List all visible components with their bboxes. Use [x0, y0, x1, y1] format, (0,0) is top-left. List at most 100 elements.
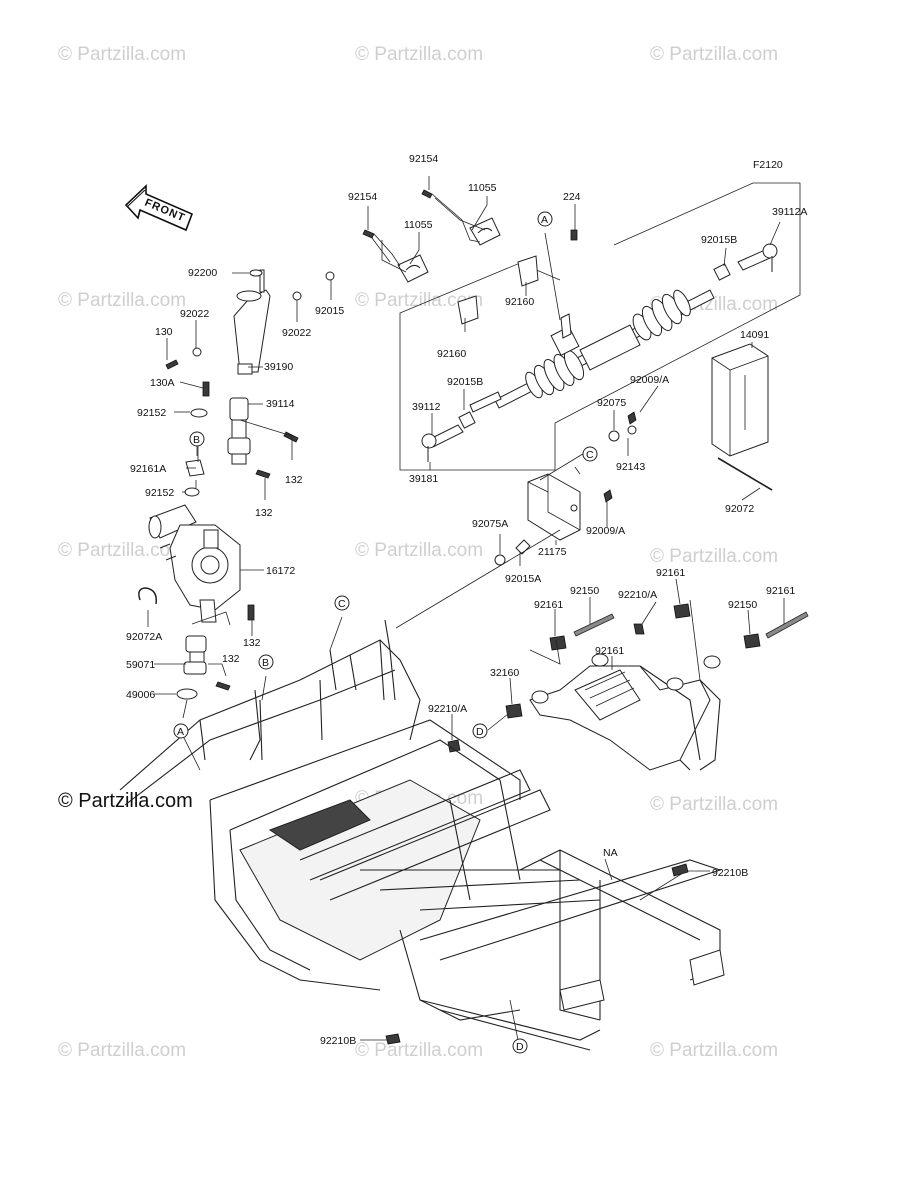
watermark: © Partzilla.com — [355, 290, 484, 311]
leader-lines — [147, 176, 785, 1046]
bolt-132-c — [247, 604, 255, 621]
part-labels: F2120 92154 11055 224 92154 11055 39112A… — [126, 153, 807, 1047]
part-label: 132 — [285, 474, 303, 486]
bolt-132-a — [283, 431, 299, 443]
part-label: 92154 — [409, 153, 438, 165]
watermark: © Partzilla.com — [58, 1040, 187, 1061]
part-label: 11055 — [404, 219, 433, 231]
part-label: 92015B — [701, 234, 737, 246]
callout-b-column: B — [193, 434, 200, 446]
part-label: 39112A — [772, 206, 807, 218]
part-label: 14091 — [740, 329, 769, 341]
nut-92015 — [325, 271, 335, 281]
part-label: 92200 — [188, 267, 217, 279]
part-label: 92210/A — [618, 589, 657, 601]
rack-group-outline — [399, 182, 801, 471]
callout-a-frame: A — [177, 726, 184, 738]
part-label: 130 — [155, 326, 173, 338]
part-label: 92015 — [315, 305, 344, 317]
main-frame — [119, 619, 725, 1051]
part-label: NA — [603, 847, 618, 859]
figure-code: F2120 — [753, 159, 783, 171]
clamp-11055-b — [469, 217, 501, 246]
bolt-92210b-bottom — [385, 1033, 401, 1045]
part-label: 39181 — [409, 473, 438, 485]
part-label: 92009/A — [630, 374, 669, 386]
watermark-copyright: © Partzilla.com — [58, 790, 193, 812]
part-label: 132 — [243, 637, 261, 649]
watermark: © Partzilla.com — [355, 540, 484, 561]
watermark: © Partzilla.com — [58, 290, 187, 311]
nut-92210a-a — [633, 623, 645, 635]
front-arrow-icon: FRONT — [124, 184, 194, 232]
nut-92210a-b — [447, 739, 461, 753]
part-label: 92210B — [712, 867, 748, 879]
bushing-92161-c — [743, 633, 761, 649]
watermark: © Partzilla.com — [58, 44, 187, 65]
part-label: 11055 — [468, 182, 497, 194]
part-label: 92210B — [320, 1035, 356, 1047]
watermark: © Partzilla.com — [58, 540, 187, 561]
part-label: 92154 — [348, 191, 377, 203]
part-label: 92150 — [728, 599, 757, 611]
callout-a-rack: A — [541, 214, 548, 226]
part-label: 92072A — [126, 631, 162, 643]
part-label: 92152 — [145, 487, 174, 499]
watermark: © Partzilla.com — [650, 1040, 779, 1061]
part-box-14091 — [711, 343, 769, 457]
part-label: 39190 — [264, 361, 293, 373]
clamp-92072a — [138, 587, 158, 605]
bolt-92154-a — [362, 229, 375, 239]
wire-92072 — [717, 457, 773, 491]
bushing-92161-d — [505, 703, 523, 719]
part-label: 92022 — [282, 327, 311, 339]
watermark: © Partzilla.com — [650, 546, 779, 567]
shaft-59071 — [183, 635, 207, 675]
nut-92015b-right — [713, 263, 731, 281]
bushing-92161-b — [673, 603, 691, 619]
washer-92022-b — [292, 291, 302, 301]
part-label: 92161 — [656, 567, 685, 579]
washer-49006 — [176, 688, 198, 700]
bolt-92150-a — [573, 613, 615, 637]
callout-circles: A B C C B A D D — [173, 211, 598, 1054]
bushing-92160-b — [517, 255, 539, 287]
part-label: 92160 — [437, 348, 466, 360]
part-label: 92161 — [595, 645, 624, 657]
eps-unit-16172 — [148, 504, 241, 623]
watermark: © Partzilla.com — [355, 44, 484, 65]
ecu-21175 — [527, 473, 581, 541]
clamp-11055-a — [397, 254, 429, 283]
bolt-130 — [165, 359, 179, 370]
part-label: 59071 — [126, 659, 155, 671]
washer-92143 — [627, 425, 637, 435]
washer-92022-a — [192, 347, 202, 357]
bushing-92161-a — [549, 635, 567, 651]
grommet-92075 — [608, 430, 620, 442]
u-joint-39114 — [227, 397, 251, 465]
callout-c-ecu: C — [586, 449, 594, 461]
bolt-132-b — [255, 469, 271, 479]
part-label: 16172 — [266, 565, 295, 577]
part-label: 92015B — [447, 376, 483, 388]
part-label: 92161 — [534, 599, 563, 611]
grommet-92075a — [494, 554, 506, 566]
callout-b-frame: B — [262, 657, 269, 669]
part-label: 130A — [150, 377, 175, 389]
callout-d-frame: D — [516, 1041, 524, 1053]
part-label: 39112 — [412, 401, 441, 413]
part-label: 92210/A — [428, 703, 467, 715]
part-label: 92160 — [505, 296, 534, 308]
part-label: 92161 — [766, 585, 795, 597]
part-label: 132 — [222, 653, 240, 665]
bolt-92210b-rear — [671, 863, 689, 877]
bolt-132-d — [215, 681, 231, 691]
callout-d-arm: D — [476, 726, 484, 738]
callout-c-frame: C — [338, 598, 346, 610]
screw-92009a-bottom — [603, 489, 613, 503]
part-label: 224 — [563, 191, 581, 203]
part-label: 132 — [255, 507, 273, 519]
steering-column-39190 — [233, 269, 271, 375]
bolt-224 — [570, 229, 578, 241]
